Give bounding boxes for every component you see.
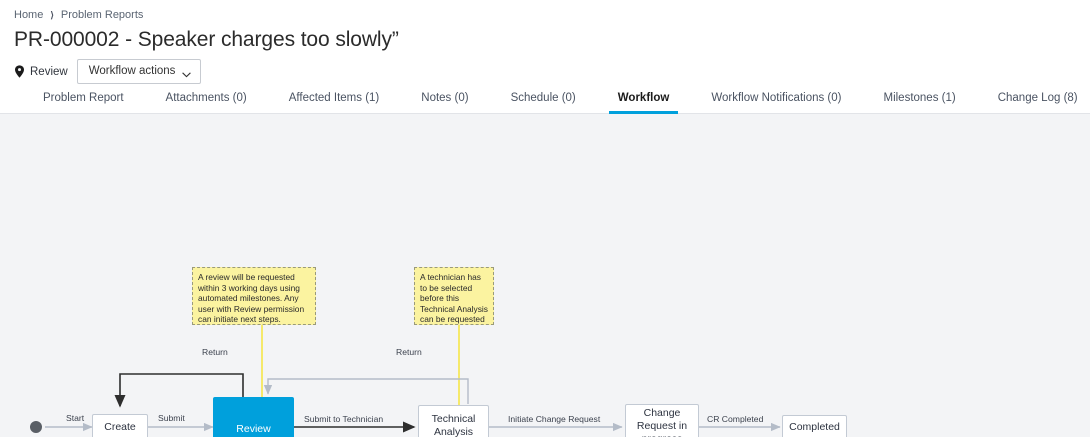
edge-label-initiate-change-request: Initiate Change Request xyxy=(508,414,601,424)
tab-workflow-notifications[interactable]: Workflow Notifications (0) xyxy=(711,92,842,104)
edge-ta-review-return xyxy=(263,378,469,404)
tab-affected-items[interactable]: Affected Items (1) xyxy=(288,92,380,104)
start-node-dot xyxy=(30,421,42,433)
status-badge: Review xyxy=(14,65,68,78)
status-row: Review Workflow actions xyxy=(14,59,1076,84)
node-create[interactable]: Create xyxy=(92,414,148,437)
node-review[interactable]: Review xyxy=(213,397,294,437)
node-change-request-in-progress[interactable]: Change Request in progress xyxy=(625,404,699,437)
edge-label-return-left: Return xyxy=(202,347,228,357)
workflow-edges xyxy=(45,324,781,433)
page-header: Home ⟩ Problem Reports PR-000002 - Speak… xyxy=(0,0,1090,86)
workflow-diagram-canvas[interactable]: Create Review Technical Analysis Change … xyxy=(0,114,1090,437)
edge-review-create-return xyxy=(114,373,244,408)
tab-milestones[interactable]: Milestones (1) xyxy=(883,92,956,104)
tab-bar: Problem Report Attachments (0) Affected … xyxy=(0,86,1090,114)
location-pin-icon xyxy=(14,65,25,78)
tab-schedule[interactable]: Schedule (0) xyxy=(510,92,576,104)
node-technical-analysis[interactable]: Technical Analysis xyxy=(418,405,489,437)
note-technical-analysis[interactable]: A technician has to be selected before t… xyxy=(414,267,494,325)
tab-change-log[interactable]: Change Log (8) xyxy=(997,92,1078,104)
workflow-actions-button[interactable]: Workflow actions xyxy=(76,59,202,84)
workflow-actions-label: Workflow actions xyxy=(88,65,176,77)
edge-label-submit-to-technician: Submit to Technician xyxy=(304,414,384,424)
breadcrumb-item-problem-reports[interactable]: Problem Reports xyxy=(60,9,144,21)
status-badge-label: Review xyxy=(30,65,68,78)
edge-label-submit: Submit xyxy=(158,413,185,423)
tab-problem-report[interactable]: Problem Report xyxy=(43,92,124,104)
breadcrumb-item-home[interactable]: Home xyxy=(14,9,44,21)
edge-label-start: Start xyxy=(66,413,85,423)
page-title: PR-000002 - Speaker charges too slowly” xyxy=(14,28,399,51)
note-review[interactable]: A review will be requested within 3 work… xyxy=(192,267,316,325)
edge-label-cr-completed: CR Completed xyxy=(707,414,764,424)
tab-workflow[interactable]: Workflow xyxy=(597,92,691,114)
chevron-down-icon xyxy=(182,69,192,77)
node-completed[interactable]: Completed xyxy=(782,415,847,437)
tab-notes[interactable]: Notes (0) xyxy=(421,92,469,104)
tab-attachments[interactable]: Attachments (0) xyxy=(165,92,247,104)
breadcrumb-separator-icon: ⟩ xyxy=(50,9,54,20)
breadcrumb: Home ⟩ Problem Reports xyxy=(14,6,1076,22)
edge-label-return-right: Return xyxy=(396,347,422,357)
